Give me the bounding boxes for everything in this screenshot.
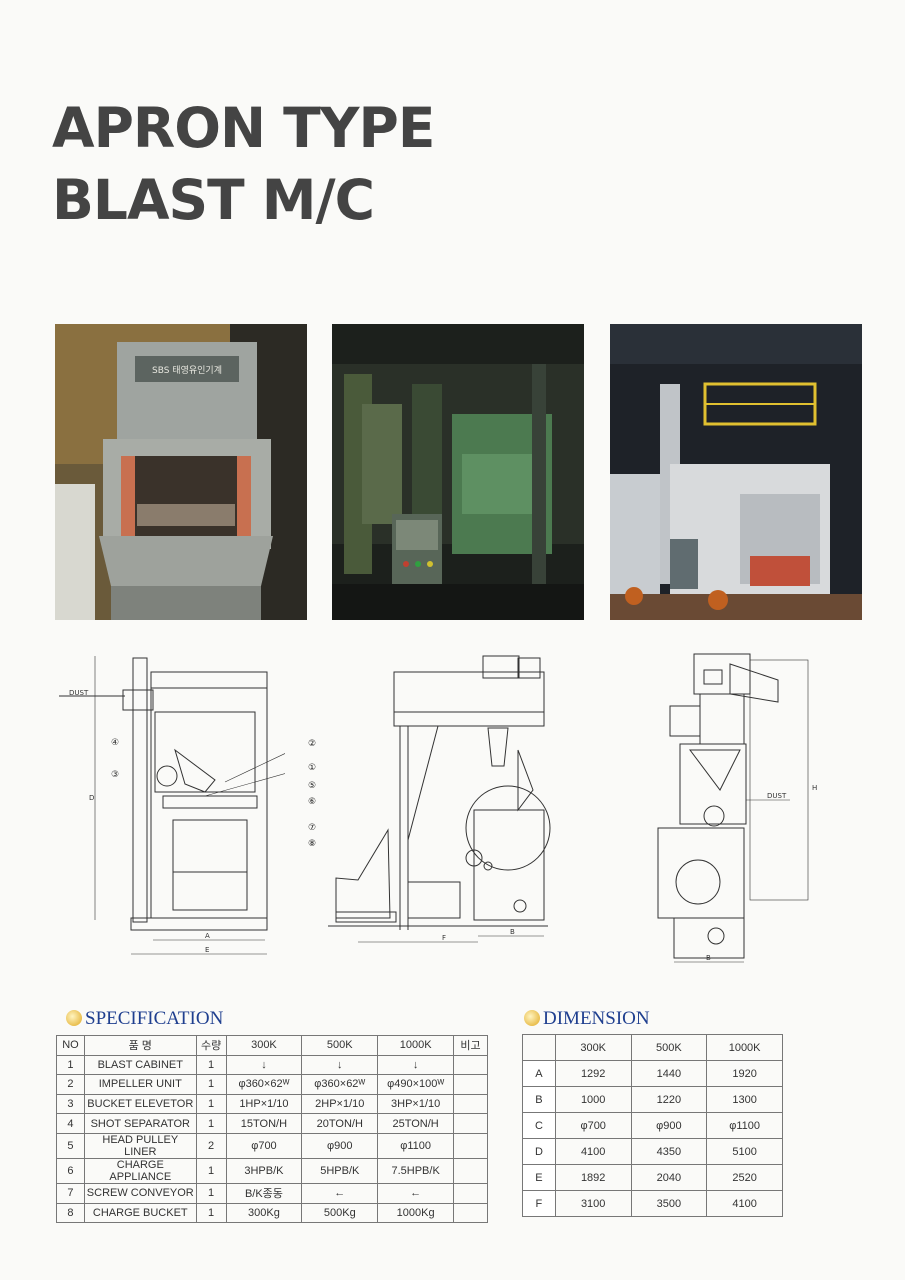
drawing-end-view: DUST B H (650, 650, 820, 970)
title-line-1: APRON TYPE (52, 96, 435, 160)
col-header-300k: 300K (554, 1034, 632, 1061)
page-title: APRON TYPE BLAST M/C (52, 92, 435, 236)
dimension-title: DIMENSION (543, 1008, 650, 1029)
dim-b-label-2: B (706, 954, 711, 962)
part-label-6: ⑥ (308, 797, 317, 807)
table-header-row: 300K 500K 1000K (522, 1034, 783, 1061)
specification-title: SPECIFICATION (85, 1008, 224, 1029)
dust-label-2: DUST (767, 792, 787, 800)
table-header-row: NO 품 명 수량 300K 500K 1000K 비고 (56, 1035, 488, 1056)
part-labels-middle: ② ① ⑤ ⑥ ⑦ ⑧ (308, 738, 316, 850)
dim-a-label: A (205, 932, 210, 940)
part-label-1: ① (308, 763, 317, 773)
col-header-500k: 500K (630, 1034, 708, 1061)
specification-heading: SPECIFICATION (66, 1008, 223, 1030)
machine-photo-control-panel (332, 324, 584, 620)
col-header-no: NO (56, 1035, 85, 1056)
part-label-5: ⑤ (308, 781, 317, 791)
col-header-item: 품 명 (83, 1035, 197, 1056)
dim-f-label: F (442, 934, 446, 942)
col-header-1000k: 1000K (377, 1035, 455, 1056)
machine-plate-text: SBS 태영유인기계 (152, 364, 222, 376)
drawing-front-view: D DUST A E ④ ③ (55, 650, 285, 960)
dim-h-label: H (812, 784, 817, 792)
dim-e-label: E (205, 946, 209, 954)
machine-photo-installed (610, 324, 862, 620)
title-line-2: BLAST M/C (52, 168, 375, 232)
part-label-7: ⑦ (308, 823, 317, 833)
machine-photo-front: SBS 태영유인기계 (55, 324, 307, 620)
dimension-heading: DIMENSION (524, 1008, 650, 1030)
part-label-8: ⑧ (308, 839, 317, 849)
dust-label: DUST (69, 689, 89, 697)
col-header-300k: 300K (225, 1035, 303, 1056)
bullet-icon (66, 1010, 82, 1026)
col-header-note: 비고 (453, 1035, 488, 1056)
col-header-blank (522, 1034, 556, 1061)
part-label-4: ④ (111, 738, 119, 748)
dim-b-label: B (510, 928, 515, 936)
part-label-3: ③ (111, 770, 119, 780)
col-header-qty: 수량 (195, 1035, 227, 1056)
col-header-1000k: 1000K (706, 1034, 783, 1061)
part-label-2: ② (308, 739, 317, 749)
dim-d-label: D (89, 794, 94, 802)
drawing-side-view: F B (328, 650, 558, 950)
bullet-icon (524, 1010, 540, 1026)
col-header-500k: 500K (301, 1035, 379, 1056)
